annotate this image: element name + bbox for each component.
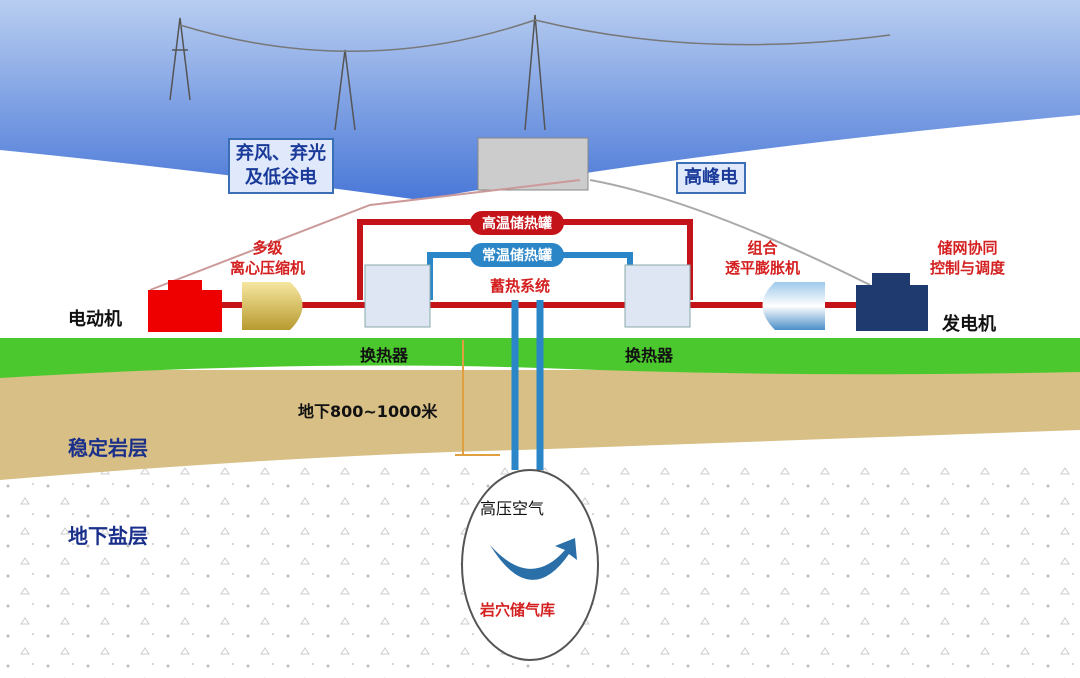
heat-storage-label: 蓄热系统 [490,277,551,295]
callout-curtailed-power: 弃风、弃光 及低谷电 [228,138,334,194]
cavern [461,469,599,661]
expander [762,282,825,330]
heat-exchanger-left-label: 换热器 [360,346,409,365]
compressor [242,282,303,330]
heat-exchanger-right-label: 换热器 [625,346,674,365]
high-temp-tank: 高温储热罐 [470,211,564,235]
control-label: 储网协同 控制与调度 [930,239,1006,277]
generator [856,285,928,331]
air-flow-arrow [490,538,577,580]
expander-label: 组合 透平膨胀机 [725,239,801,277]
heat-exchanger-left [364,264,431,328]
motor-label: 电动机 [68,309,122,330]
high-pressure-air-label: 高压空气 [480,499,545,518]
cavern-label: 岩穴储气库 [480,601,556,619]
depth-label: 地下800~1000米 [298,402,438,421]
heat-exchanger-right [624,264,691,328]
salt-layer-label: 地下盐层 [68,524,148,548]
normal-temp-tank: 常温储热罐 [470,243,564,267]
callout-peak-power: 高峰电 [676,162,746,194]
transmission-towers [169,14,891,131]
motor [148,290,222,332]
generator-label: 发电机 [942,314,996,335]
compressor-label: 多级 离心压缩机 [230,239,306,277]
substation [477,137,589,191]
stable-rock-label: 稳定岩层 [68,436,148,460]
